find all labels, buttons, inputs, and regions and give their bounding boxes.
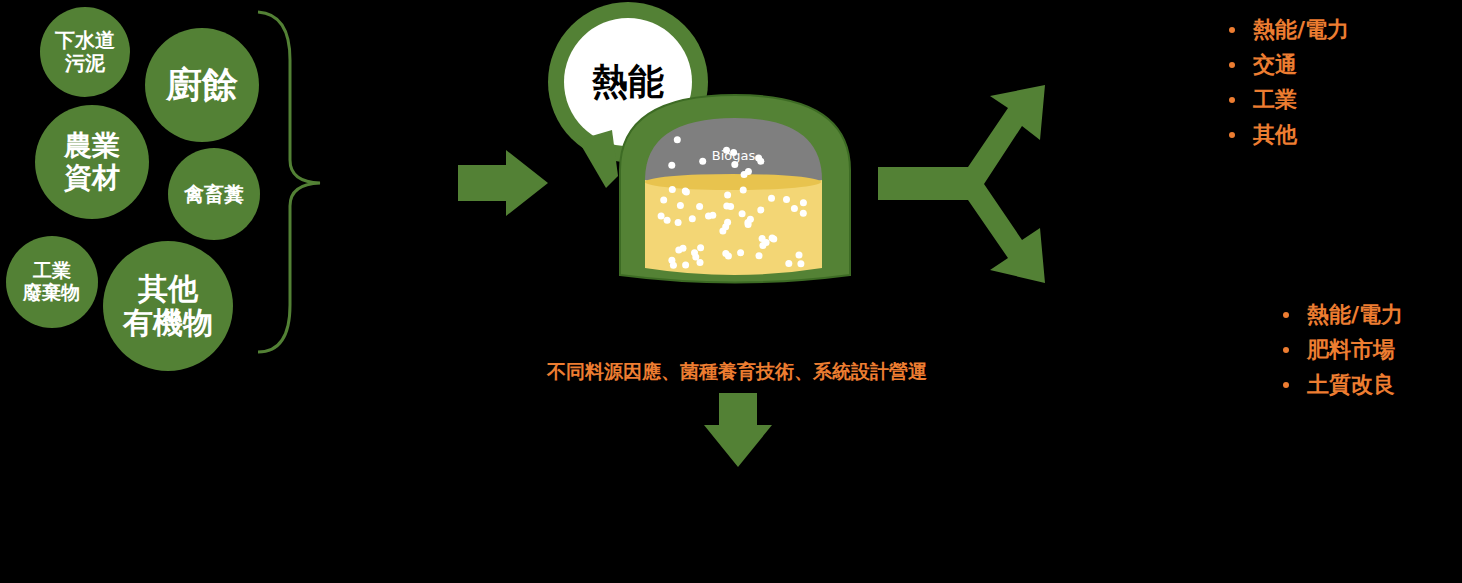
bubble (696, 203, 703, 210)
bubble (689, 215, 696, 222)
bubble (668, 162, 675, 169)
down-arrow (704, 393, 772, 467)
bubble (800, 210, 807, 217)
bubble (796, 252, 803, 259)
bubble (669, 186, 676, 193)
bubble (675, 219, 682, 226)
bubble (727, 203, 734, 210)
node-text: 廚餘 (166, 64, 238, 105)
bubble (682, 187, 689, 194)
bubble (783, 196, 790, 203)
bubble (785, 260, 792, 267)
output-arrow (878, 85, 1045, 283)
feedstock-circle: 下水道 污泥 (40, 7, 130, 97)
bubble (739, 210, 746, 217)
bullet (1283, 382, 1289, 388)
node-text: 農業 資材 (61, 130, 123, 194)
bubble (757, 206, 764, 213)
bubble (737, 249, 744, 256)
bubble (791, 205, 798, 212)
bubble (658, 213, 665, 220)
node-text: 其他 有機物 (120, 272, 216, 341)
feedstock-circle: 廚餘 (145, 28, 259, 142)
bubble (756, 252, 763, 259)
bubble (800, 199, 807, 206)
feedstock-circle: 工業 廢棄物 (6, 236, 98, 328)
bubble (757, 158, 764, 165)
bubbles (658, 136, 807, 268)
slurry (645, 180, 822, 275)
gas-dome (645, 118, 822, 180)
bubble (745, 221, 752, 228)
bubble (724, 192, 731, 199)
bubble (768, 195, 775, 202)
note-text: 不同料源因應、菌種養育技術、系統設計營運 (547, 359, 927, 385)
node-text: 禽畜糞 (184, 183, 244, 206)
feedstock-circle: 其他 有機物 (103, 241, 233, 371)
output-item: 土質改良 (1307, 370, 1395, 400)
heat-circle: 熱能 (568, 22, 688, 142)
bubble (797, 260, 804, 267)
bubble (677, 202, 684, 209)
bubble (705, 212, 712, 219)
bubble (724, 219, 731, 226)
node-text: 下水道 污泥 (53, 29, 117, 75)
digester-tank (620, 95, 850, 283)
bullet (1229, 132, 1235, 138)
output-item: 交通 (1253, 50, 1297, 80)
bubble (664, 217, 671, 224)
bubble (682, 261, 689, 268)
bullet (1229, 27, 1235, 33)
output-item: 肥料市場 (1307, 335, 1395, 365)
bullet (1229, 97, 1235, 103)
bullet (1229, 62, 1235, 68)
bubble (699, 158, 706, 165)
node-text: Biogas (712, 148, 755, 163)
bubble (769, 234, 776, 241)
bubble (725, 253, 732, 260)
bubble (697, 259, 704, 266)
output-item: 其他 (1253, 120, 1297, 150)
brace (258, 12, 320, 352)
node-text: 熱能 (592, 61, 664, 102)
output-item: 工業 (1253, 85, 1297, 115)
bubble (740, 186, 747, 193)
bullet (1283, 347, 1289, 353)
feedstock-circle: 禽畜糞 (168, 148, 260, 240)
bubble (697, 244, 704, 251)
output-item: 熱能/電力 (1253, 15, 1349, 45)
tank-label: Biogas (645, 135, 822, 175)
bubble (741, 171, 748, 178)
heat-arrowhead (578, 130, 618, 188)
feedstock-circle: 農業 資材 (35, 105, 149, 219)
bubble (660, 197, 667, 204)
bullet (1283, 312, 1289, 318)
bubble (691, 249, 698, 256)
feed-arrow (458, 150, 548, 216)
bubble (674, 136, 681, 143)
bubble (763, 239, 770, 246)
bubble (670, 262, 677, 269)
bubble (675, 246, 682, 253)
output-item: 熱能/電力 (1307, 300, 1403, 330)
node-text: 工業 廢棄物 (22, 260, 83, 304)
